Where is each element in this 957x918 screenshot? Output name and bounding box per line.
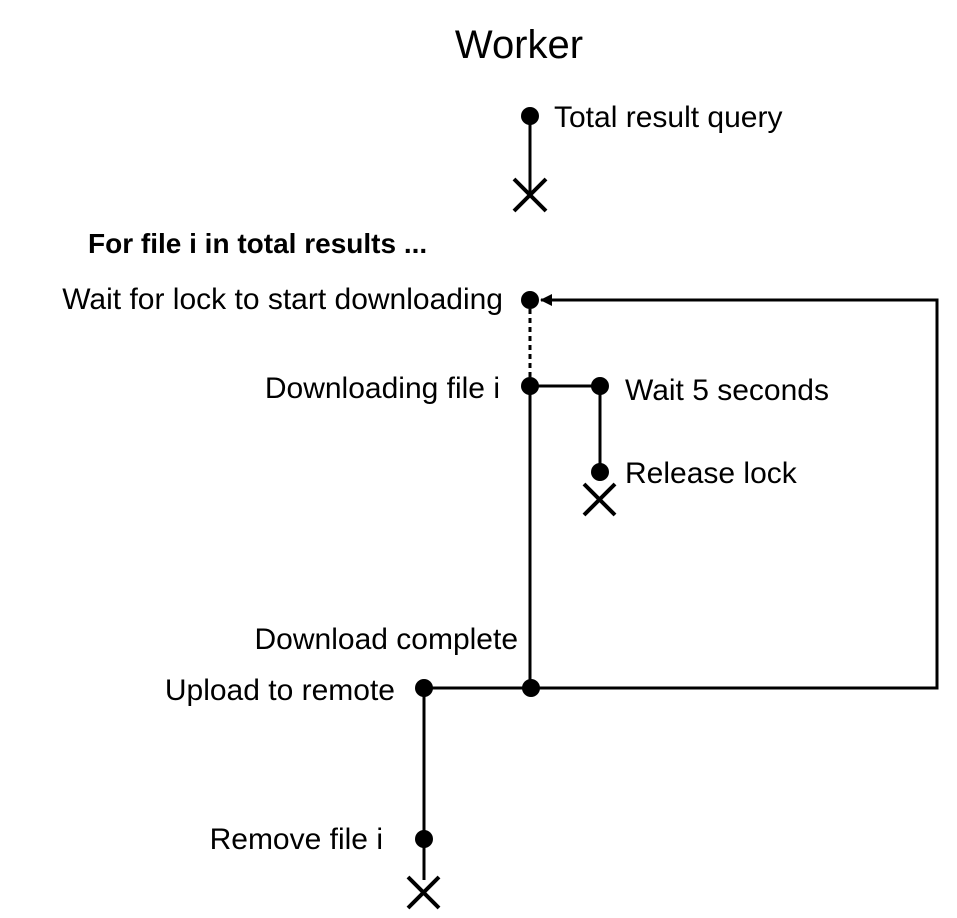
label-total-result-query: Total result query (554, 101, 782, 134)
end-x-icon (406, 875, 441, 910)
node-remove-file (415, 830, 433, 848)
end-x-icon (582, 482, 617, 517)
node-wait-5-seconds (591, 377, 609, 395)
loop-heading: For file i in total results ... (88, 228, 427, 259)
label-wait-5-seconds: Wait 5 seconds (625, 374, 829, 407)
label-downloading-file: Downloading file i (265, 372, 500, 405)
node-wait-for-lock (521, 291, 539, 309)
loop-back-wire (531, 294, 939, 690)
label-download-complete: Download complete (255, 623, 518, 656)
node-download-complete (522, 679, 540, 697)
label-wait-for-lock: Wait for lock to start downloading (62, 283, 503, 316)
node-release-lock (591, 463, 609, 481)
diagram-title: Worker (455, 23, 583, 67)
node-upload-to-remote (415, 679, 433, 697)
label-release-lock: Release lock (625, 457, 798, 490)
label-remove-file: Remove file i (210, 823, 383, 856)
node-downloading-file (521, 377, 539, 395)
node-total-result-query (521, 107, 539, 125)
label-upload-to-remote: Upload to remote (165, 674, 395, 707)
end-x-icon (512, 177, 548, 213)
